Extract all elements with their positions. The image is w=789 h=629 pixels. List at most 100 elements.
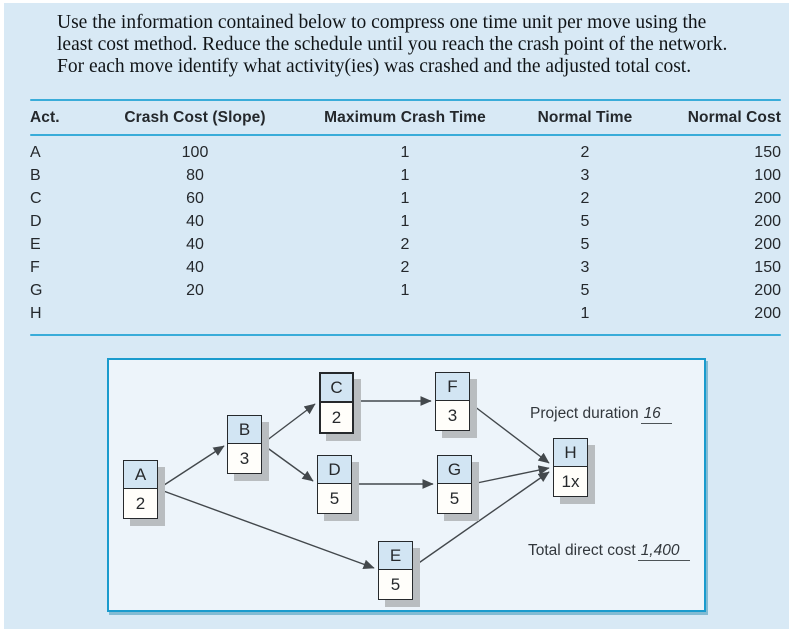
cell-max-crash-time: 1: [400, 212, 410, 230]
table-header-row: Act. Crash Cost (Slope) Maximum Crash Ti…: [30, 101, 781, 134]
node-D: D 5: [317, 455, 352, 514]
cell-normal-time: 5: [580, 281, 590, 299]
total-direct-cost-value: 1,400: [637, 542, 691, 561]
table-row: E 40 2 5 200: [30, 233, 781, 256]
problem-statement-line: Use the information contained below to c…: [57, 12, 707, 33]
table-row: F 40 2 3 150: [30, 256, 781, 279]
problem-statement-line: For each move identify what activity(ies…: [57, 56, 692, 77]
cell-max-crash-time: 2: [400, 258, 410, 276]
node-B: B 3: [227, 415, 262, 474]
cell-max-crash-time: 1: [400, 166, 410, 184]
table-row: G 20 1 5 200: [30, 279, 781, 302]
cell-act: E: [30, 235, 41, 253]
cell-act: C: [30, 189, 42, 207]
table-row: A 100 1 2 150: [30, 141, 781, 164]
project-duration-value: 16: [640, 405, 672, 424]
node-E: E 5: [378, 541, 413, 600]
node-A: A 2: [123, 460, 158, 519]
cell-normal-cost: 200: [754, 235, 781, 253]
cell-crash-cost: 60: [186, 189, 204, 207]
cell-crash-cost: 100: [181, 143, 209, 161]
cell-normal-time: 2: [580, 143, 590, 161]
cell-normal-cost: 100: [754, 166, 781, 184]
cell-normal-cost: 150: [754, 143, 781, 161]
node-B-duration: 3: [228, 443, 261, 473]
edge-G-H: [471, 465, 550, 485]
network-arrows: [157, 396, 550, 569]
node-B-label: B: [228, 416, 261, 443]
table-top-rule: [30, 99, 781, 101]
node-D-label: D: [318, 456, 351, 483]
table-header-rule: [30, 134, 781, 136]
col-header-act: Act.: [30, 109, 60, 126]
cell-act: D: [30, 212, 42, 230]
edge-B-D: [261, 443, 314, 482]
cell-max-crash-time: 1: [400, 143, 410, 161]
node-E-label: E: [379, 542, 412, 569]
edge-A-E: [157, 488, 375, 569]
cell-normal-time: 3: [580, 258, 590, 276]
node-C: C 2: [319, 372, 354, 434]
col-header-crash-cost: Crash Cost (Slope): [124, 109, 266, 126]
edge-E-H: [412, 471, 550, 568]
node-F: F 3: [435, 372, 470, 431]
cell-normal-time: 1: [580, 304, 590, 322]
cell-crash-cost: 80: [186, 166, 204, 184]
node-C-label: C: [321, 374, 352, 401]
activity-cost-table: Act. Crash Cost (Slope) Maximum Crash Ti…: [30, 99, 781, 336]
col-header-normal-cost: Normal Cost: [687, 109, 781, 126]
cell-normal-cost: 200: [754, 189, 781, 207]
node-D-duration: 5: [318, 483, 351, 513]
cell-act: A: [30, 143, 41, 161]
cell-crash-cost: 40: [186, 235, 204, 253]
network-diagram: A 2 B 3 C 2 D 5 E 5 F 3 G 5 H 1x: [107, 358, 706, 612]
node-C-duration: 2: [321, 401, 352, 432]
cell-max-crash-time: 1: [400, 281, 410, 299]
node-G-label: G: [438, 456, 471, 483]
cell-crash-cost: 20: [186, 281, 204, 299]
page-top-margin: [0, 0, 789, 3]
cell-normal-cost: 200: [754, 212, 781, 230]
node-H-label: H: [554, 439, 587, 466]
table-row: C 60 1 2 200: [30, 187, 781, 210]
problem-statement-line: least cost method. Reduce the schedule u…: [57, 34, 728, 55]
node-F-label: F: [436, 373, 469, 400]
cell-normal-cost: 150: [754, 258, 781, 276]
edge-F-H: [469, 402, 550, 464]
table-body: A 100 1 2 150 B 80 1 3 100 C 60 1 2 200: [30, 136, 781, 334]
cell-normal-cost: 200: [754, 281, 781, 299]
table-row: B 80 1 3 100: [30, 164, 781, 187]
cell-max-crash-time: 2: [400, 235, 410, 253]
node-G: G 5: [437, 455, 472, 514]
cell-crash-cost: 40: [186, 212, 204, 230]
node-F-duration: 3: [436, 400, 469, 430]
cell-normal-time: 3: [580, 166, 590, 184]
cell-max-crash-time: 1: [400, 189, 410, 207]
node-A-duration: 2: [124, 488, 157, 518]
col-header-normal-time: Normal Time: [537, 109, 633, 126]
node-A-label: A: [124, 461, 157, 488]
edge-A-B: [157, 445, 225, 490]
cell-normal-time: 5: [580, 235, 590, 253]
col-header-max-crash-time: Maximum Crash Time: [324, 109, 486, 126]
page-left-margin: [0, 0, 4, 629]
table-row: H 1 200: [30, 302, 781, 325]
cell-act: G: [30, 281, 43, 299]
cell-act: H: [30, 304, 42, 322]
cell-act: B: [30, 166, 41, 184]
edge-B-C: [261, 403, 316, 445]
node-G-duration: 5: [438, 483, 471, 513]
cell-normal-time: 2: [580, 189, 590, 207]
cell-crash-cost: 40: [186, 258, 204, 276]
total-direct-cost-label: Total direct cost: [528, 542, 636, 559]
cell-act: F: [30, 258, 40, 276]
node-E-duration: 5: [379, 569, 412, 599]
node-H: H 1x: [553, 438, 588, 497]
table-bottom-rule: [30, 334, 781, 336]
project-duration-label: Project duration: [530, 405, 639, 422]
cell-normal-cost: 200: [754, 304, 781, 322]
table-row: D 40 1 5 200: [30, 210, 781, 233]
problem-statement: Use the information contained below to c…: [57, 12, 779, 78]
